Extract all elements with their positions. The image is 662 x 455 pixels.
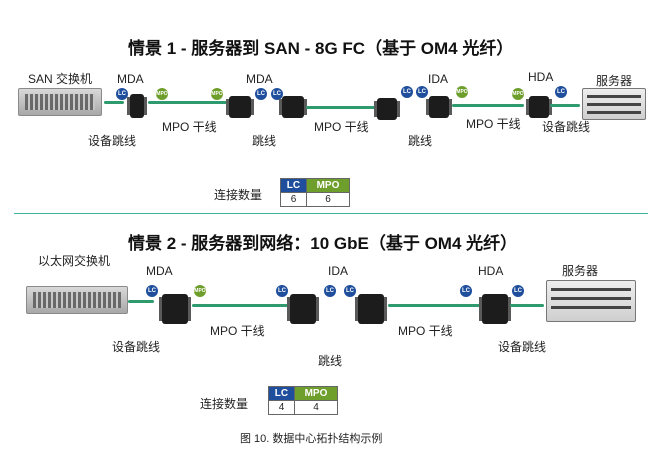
- hda-label: HDA: [478, 264, 504, 278]
- san-switch-image: [18, 88, 102, 116]
- table-header-mpo: MPO: [293, 386, 339, 401]
- lc-connector-icon: LC: [344, 285, 356, 297]
- patch-cable: [510, 304, 544, 307]
- table-cell-mpo: 6: [305, 192, 351, 207]
- mda2-patch-panel-a: [226, 96, 254, 118]
- mda-patch-panel-1: [127, 94, 147, 118]
- ida-label: IDA: [428, 72, 449, 86]
- ethernet-switch-label: 以太网交换机: [38, 254, 111, 268]
- mpo-trunk-cable-1: [192, 304, 292, 307]
- scenario1-title: 情景 1 - 服务器到 SAN - 8G FC（基于 OM4 光纤）: [128, 39, 514, 58]
- lc-connector-icon: LC: [512, 285, 524, 297]
- table-header-lc: LC: [268, 386, 295, 401]
- ida-patch-panel-b: [355, 294, 387, 324]
- patch-cable: [550, 104, 580, 107]
- section-separator: [14, 213, 648, 214]
- mpo-connector-icon: MPO: [211, 88, 223, 100]
- hda-patch-panel: [526, 96, 552, 118]
- mda-patch-panel: [159, 294, 191, 324]
- ida-patch-panel-a: [287, 294, 319, 324]
- ida-patch-panel-a: [374, 98, 400, 120]
- lc-connector-icon: LC: [146, 285, 158, 297]
- scenario2-title: 情景 2 - 服务器到网络：10 GbE（基于 OM4 光纤）: [128, 234, 518, 253]
- connection-count-table: LC MPO 4 4: [268, 386, 339, 415]
- hda-patch-panel: [479, 294, 511, 324]
- connection-count-label: 连接数量: [200, 397, 249, 411]
- mpo-trunk-label-2: MPO 干线: [314, 120, 369, 134]
- server-image: [582, 88, 646, 120]
- mpo-connector-icon: MPO: [156, 88, 168, 100]
- lc-connector-icon: LC: [401, 86, 413, 98]
- equipment-patch-label-left: 设备跳线: [88, 134, 137, 148]
- ida-label: IDA: [328, 264, 349, 278]
- mda2-label: MDA: [246, 72, 273, 86]
- mda-label: MDA: [117, 72, 144, 86]
- hda-label: HDA: [528, 70, 554, 84]
- patch-cable: [128, 300, 154, 303]
- lc-connector-icon: LC: [555, 86, 567, 98]
- ida-patch-panel-b: [426, 96, 452, 118]
- table-cell-lc: 4: [268, 400, 295, 415]
- server-image: [546, 280, 636, 322]
- server-label: 服务器: [562, 264, 599, 278]
- lc-connector-icon: LC: [416, 86, 428, 98]
- lc-connector-icon: LC: [255, 88, 267, 100]
- mpo-trunk-cable-2: [388, 304, 482, 307]
- mpo-trunk-cable-2: [306, 106, 376, 109]
- lc-connector-icon: LC: [271, 88, 283, 100]
- table-cell-lc: 6: [280, 192, 307, 207]
- mpo-trunk-label-2: MPO 干线: [398, 324, 453, 338]
- mpo-connector-icon: MPO: [512, 88, 524, 100]
- table-header-mpo: MPO: [305, 178, 351, 193]
- lc-connector-icon: LC: [276, 285, 288, 297]
- mpo-trunk-label-1: MPO 干线: [162, 120, 217, 134]
- connection-count-table: LC MPO 6 6: [280, 178, 351, 207]
- figure-caption: 图 10. 数据中心拓扑结构示例: [240, 433, 383, 445]
- server-label: 服务器: [596, 74, 633, 88]
- patch-label-mid: 跳线: [318, 354, 343, 368]
- table-cell-mpo: 4: [293, 400, 339, 415]
- ethernet-switch-image: [26, 286, 128, 314]
- equipment-patch-label-right: 设备跳线: [498, 340, 547, 354]
- mda2-patch-panel-b: [279, 96, 307, 118]
- lc-connector-icon: LC: [460, 285, 472, 297]
- connection-count-label: 连接数量: [214, 188, 263, 202]
- lc-connector-icon: LC: [324, 285, 336, 297]
- mpo-connector-icon: MPO: [456, 86, 468, 98]
- patch-cable: [104, 101, 124, 104]
- mpo-trunk-cable-3: [452, 104, 524, 107]
- equipment-patch-label-right: 设备跳线: [542, 120, 591, 134]
- equipment-patch-label-left: 设备跳线: [112, 340, 161, 354]
- patch-label-mid: 跳线: [252, 134, 277, 148]
- mda-label: MDA: [146, 264, 173, 278]
- table-header-lc: LC: [280, 178, 307, 193]
- mpo-trunk-cable-1: [148, 101, 236, 104]
- patch-label-mid2: 跳线: [408, 134, 433, 148]
- san-switch-label: SAN 交换机: [28, 72, 93, 86]
- lc-connector-icon: LC: [116, 88, 128, 100]
- mpo-trunk-label-1: MPO 干线: [210, 324, 265, 338]
- mpo-connector-icon: MPO: [194, 285, 206, 297]
- mpo-trunk-label-3: MPO 干线: [466, 117, 521, 131]
